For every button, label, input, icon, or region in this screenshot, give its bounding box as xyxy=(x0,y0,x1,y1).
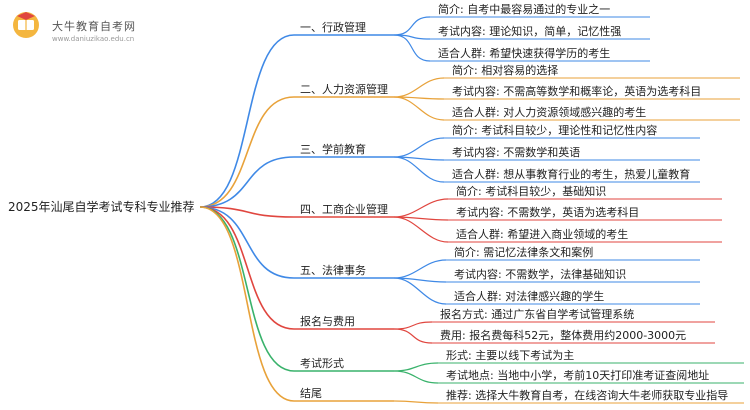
graduation-book-icon xyxy=(13,12,39,38)
child-connector xyxy=(393,277,447,305)
branch-connector xyxy=(199,206,295,402)
branch-connector xyxy=(199,206,295,330)
leaf-node: 费用: 报名费每科52元，整体费用约2000-3000元 xyxy=(440,328,686,342)
leaf-node: 考试地点: 当地中小学，考前10天打印准考证查阅地址 xyxy=(446,368,709,382)
child-connector xyxy=(393,77,445,98)
branch-connector xyxy=(199,34,295,208)
branch-label: 五、法律事务 xyxy=(300,263,366,277)
branch-label: 一、行政管理 xyxy=(300,20,366,34)
child-connector xyxy=(393,328,433,344)
leaf-node: 考试内容: 不需数学和英语 xyxy=(452,145,580,159)
child-connector xyxy=(393,137,445,158)
branch-label: 三、学前教育 xyxy=(300,142,366,156)
child-connector xyxy=(393,259,447,279)
child-connector xyxy=(393,96,445,121)
leaf-node: 考试内容: 不需数学，英语为选考科目 xyxy=(456,205,639,219)
leaf-node: 适合人群: 对法律感兴趣的学生 xyxy=(454,289,604,303)
branch-connector xyxy=(199,206,295,279)
leaf-node: 适合人群: 希望进入商业领域的考生 xyxy=(456,227,628,241)
child-connector xyxy=(393,370,439,384)
leaf-node: 考试内容: 理论知识，简单，记忆性强 xyxy=(438,24,621,38)
branch-connector xyxy=(199,96,295,208)
child-connector xyxy=(393,34,431,62)
branch-connector xyxy=(199,206,295,372)
leaf-node: 适合人群: 对人力资源领域感兴趣的考生 xyxy=(452,105,646,119)
child-connector xyxy=(393,16,431,36)
child-connector xyxy=(393,362,439,372)
branch-connector xyxy=(199,206,295,218)
child-connector xyxy=(393,198,449,218)
child-connector xyxy=(393,156,445,183)
branch-connector xyxy=(199,156,295,208)
leaf-node: 简介: 需记忆法律条文和案例 xyxy=(454,245,593,259)
leaf-node: 适合人群: 想从事教育行业的考生，热爱儿童教育 xyxy=(452,167,690,181)
branch-label: 四、工商企业管理 xyxy=(300,202,388,216)
child-connector xyxy=(393,400,439,404)
branch-label: 报名与费用 xyxy=(300,314,355,328)
leaf-node: 简介: 自考中最容易通过的专业之一 xyxy=(438,2,610,16)
branch-label: 二、人力资源管理 xyxy=(300,82,388,96)
watermark-title: 大牛教育自考网 xyxy=(52,20,136,33)
root-topic: 2025年汕尾自学考试专科专业推荐 xyxy=(8,199,195,214)
watermark-logo: 大牛教育自考网 www.daniuzikao.edu.cn xyxy=(8,8,158,48)
leaf-node: 简介: 考试科目较少，理论性和记忆性内容 xyxy=(452,123,657,137)
leaf-node: 简介: 相对容易的选择 xyxy=(452,63,558,77)
leaf-node: 适合人群: 希望快速获得学历的考生 xyxy=(438,46,610,60)
leaf-node: 考试内容: 不需高等数学和概率论，英语为选考科目 xyxy=(452,84,701,98)
leaf-node: 推荐: 选择大牛教育自考，在线咨询大牛老师获取专业指导 xyxy=(446,388,728,402)
leaf-node: 简介: 考试科目较少，基础知识 xyxy=(456,184,606,198)
leaf-node: 形式: 主要以线下考试为主 xyxy=(446,348,574,362)
watermark-url: www.daniuzikao.edu.cn xyxy=(52,35,135,43)
child-connector xyxy=(393,216,449,243)
child-connector xyxy=(393,321,433,330)
leaf-node: 考试内容: 不需数学，法律基础知识 xyxy=(454,267,626,281)
leaf-node: 报名方式: 通过广东省自学考试管理系统 xyxy=(440,307,634,321)
branch-label: 考试形式 xyxy=(300,357,344,370)
branch-label: 结尾 xyxy=(300,387,322,400)
